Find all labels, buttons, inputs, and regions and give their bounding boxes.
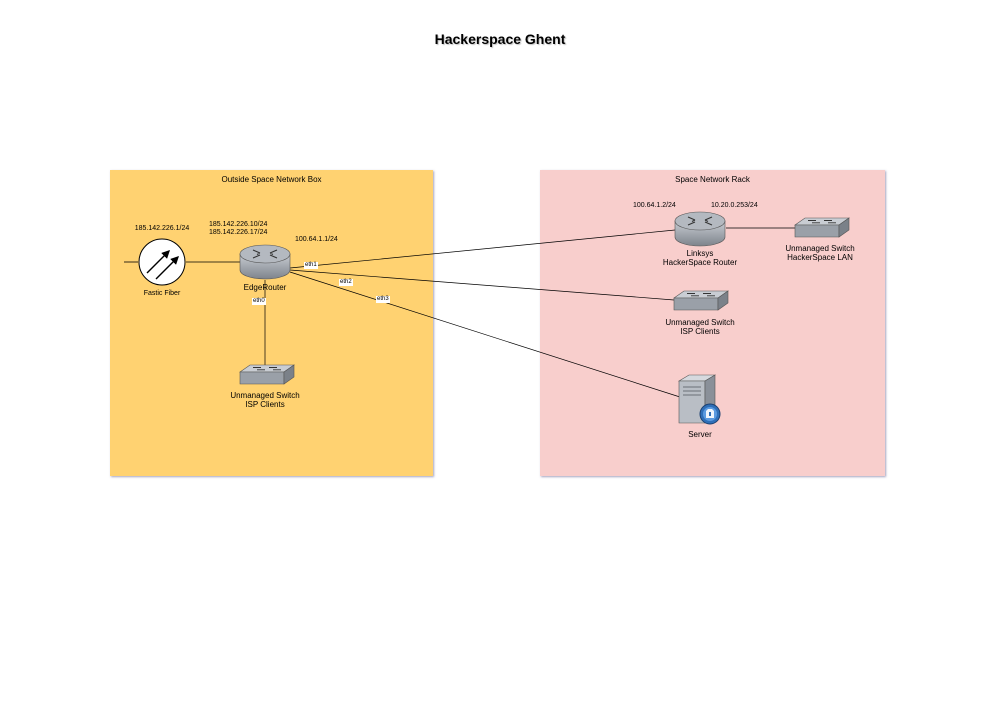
switch-icon — [239, 364, 295, 385]
outside-switch-label-line1: Unmanaged Switch — [230, 391, 300, 400]
rack-switch-label-line2: ISP Clients — [680, 327, 720, 336]
edgerouter-eth1-ip: 100.64.1.1/24 — [295, 236, 338, 243]
port-eth0-label: eth0 — [252, 298, 266, 305]
outside-box-label: Outside Space Network Box — [221, 175, 322, 184]
port-eth2-label: eth2 — [339, 279, 353, 286]
wire-eth2-to-rack-switch — [289, 269, 675, 301]
linksys-lan-ip: 10.20.0.253/24 — [711, 202, 758, 209]
linksys-label-line1: Linksys — [686, 249, 714, 258]
linksys-label-line2: HackerSpace Router — [662, 258, 738, 267]
rack-box-label: Space Network Rack — [675, 175, 750, 184]
edgerouter-label: EdgeRouter — [243, 283, 287, 292]
fiber-ip-label: 185.142.226.1/24 — [134, 225, 190, 232]
switch-icon — [673, 290, 729, 311]
wire-eth3-to-server — [289, 271, 681, 398]
lan-switch-label-line1: Unmanaged Switch — [785, 244, 855, 253]
fiber-optic-icon — [138, 238, 186, 286]
fiber-label: Fastic Fiber — [143, 290, 181, 297]
outside-space-network-box: Outside Space Network Box — [110, 170, 433, 476]
edgerouter-ip-line2: 185.142.226.17/24 — [209, 229, 268, 236]
rack-switch-label-line1: Unmanaged Switch — [665, 318, 735, 327]
router-icon — [239, 244, 291, 280]
router-icon — [674, 211, 726, 247]
server-label: Server — [688, 430, 712, 439]
port-eth1-label: eth1 — [304, 262, 318, 269]
lan-switch-label-line2: HackerSpace LAN — [787, 253, 853, 262]
port-eth3-label: eth3 — [376, 296, 390, 303]
linksys-wan-ip: 100.64.1.2/24 — [633, 202, 676, 209]
diagram-title: Hackerspace Ghent — [434, 31, 566, 47]
server-icon — [677, 374, 721, 425]
switch-icon — [794, 217, 850, 238]
outside-switch-label-line2: ISP Clients — [245, 400, 285, 409]
edgerouter-ip-line1: 185.142.226.10/24 — [209, 221, 268, 228]
wire-eth1-to-linksys — [289, 229, 676, 269]
